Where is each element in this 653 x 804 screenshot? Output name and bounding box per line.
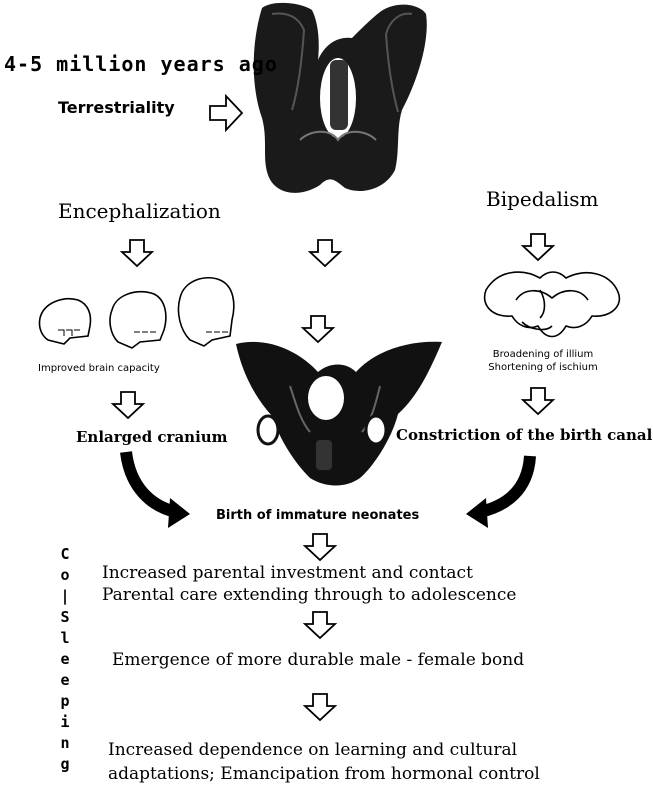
cosleeping-letter: e bbox=[58, 649, 72, 670]
cosleeping-vertical-label: C o | S l e e p i n g bbox=[58, 544, 72, 775]
skull-images bbox=[39, 278, 233, 348]
pelvis-caption-line-1: Broadening of illium bbox=[468, 348, 618, 361]
time-label: 4-5 million years ago bbox=[4, 52, 278, 76]
constriction-label: Constriction of the birth canal bbox=[396, 426, 652, 444]
curved-arrow-left bbox=[126, 452, 190, 528]
cosleeping-letter: o bbox=[58, 565, 72, 586]
cosleeping-letter: p bbox=[58, 691, 72, 712]
bond-label: Emergence of more durable male - female … bbox=[112, 650, 524, 670]
learning-line-1: Increased dependence on learning and cul… bbox=[108, 740, 517, 760]
learning-line-2: adaptations; Emancipation from hormonal … bbox=[108, 764, 540, 784]
terrestriality-arrow bbox=[210, 96, 242, 130]
central-pelvis-image bbox=[236, 342, 442, 486]
cosleeping-letter: i bbox=[58, 712, 72, 733]
parental-line-1: Increased parental investment and contac… bbox=[102, 563, 473, 583]
parental-line-2: Parental care extending through to adole… bbox=[102, 585, 516, 605]
brain-caption: Improved brain capacity bbox=[38, 363, 160, 374]
encephalization-label: Encephalization bbox=[58, 199, 221, 223]
cosleeping-letter: C bbox=[58, 544, 72, 565]
curved-arrow-right bbox=[466, 456, 530, 528]
right-pelvis-image bbox=[485, 272, 620, 337]
pelvis-caption-line-2: Shortening of ischium bbox=[468, 361, 618, 374]
cosleeping-letter: | bbox=[58, 586, 72, 607]
enlarged-cranium-label: Enlarged cranium bbox=[76, 428, 228, 446]
cosleeping-letter: S bbox=[58, 607, 72, 628]
top-pelvis-image bbox=[254, 3, 427, 193]
cosleeping-letter: l bbox=[58, 628, 72, 649]
bipedalism-label: Bipedalism bbox=[486, 187, 598, 211]
cosleeping-letter: e bbox=[58, 670, 72, 691]
birth-label: Birth of immature neonates bbox=[216, 508, 419, 523]
cosleeping-letter: g bbox=[58, 754, 72, 775]
pelvis-caption: Broadening of illium Shortening of ischi… bbox=[468, 348, 618, 374]
cosleeping-letter: n bbox=[58, 733, 72, 754]
terrestriality-label: Terrestriality bbox=[58, 98, 175, 117]
